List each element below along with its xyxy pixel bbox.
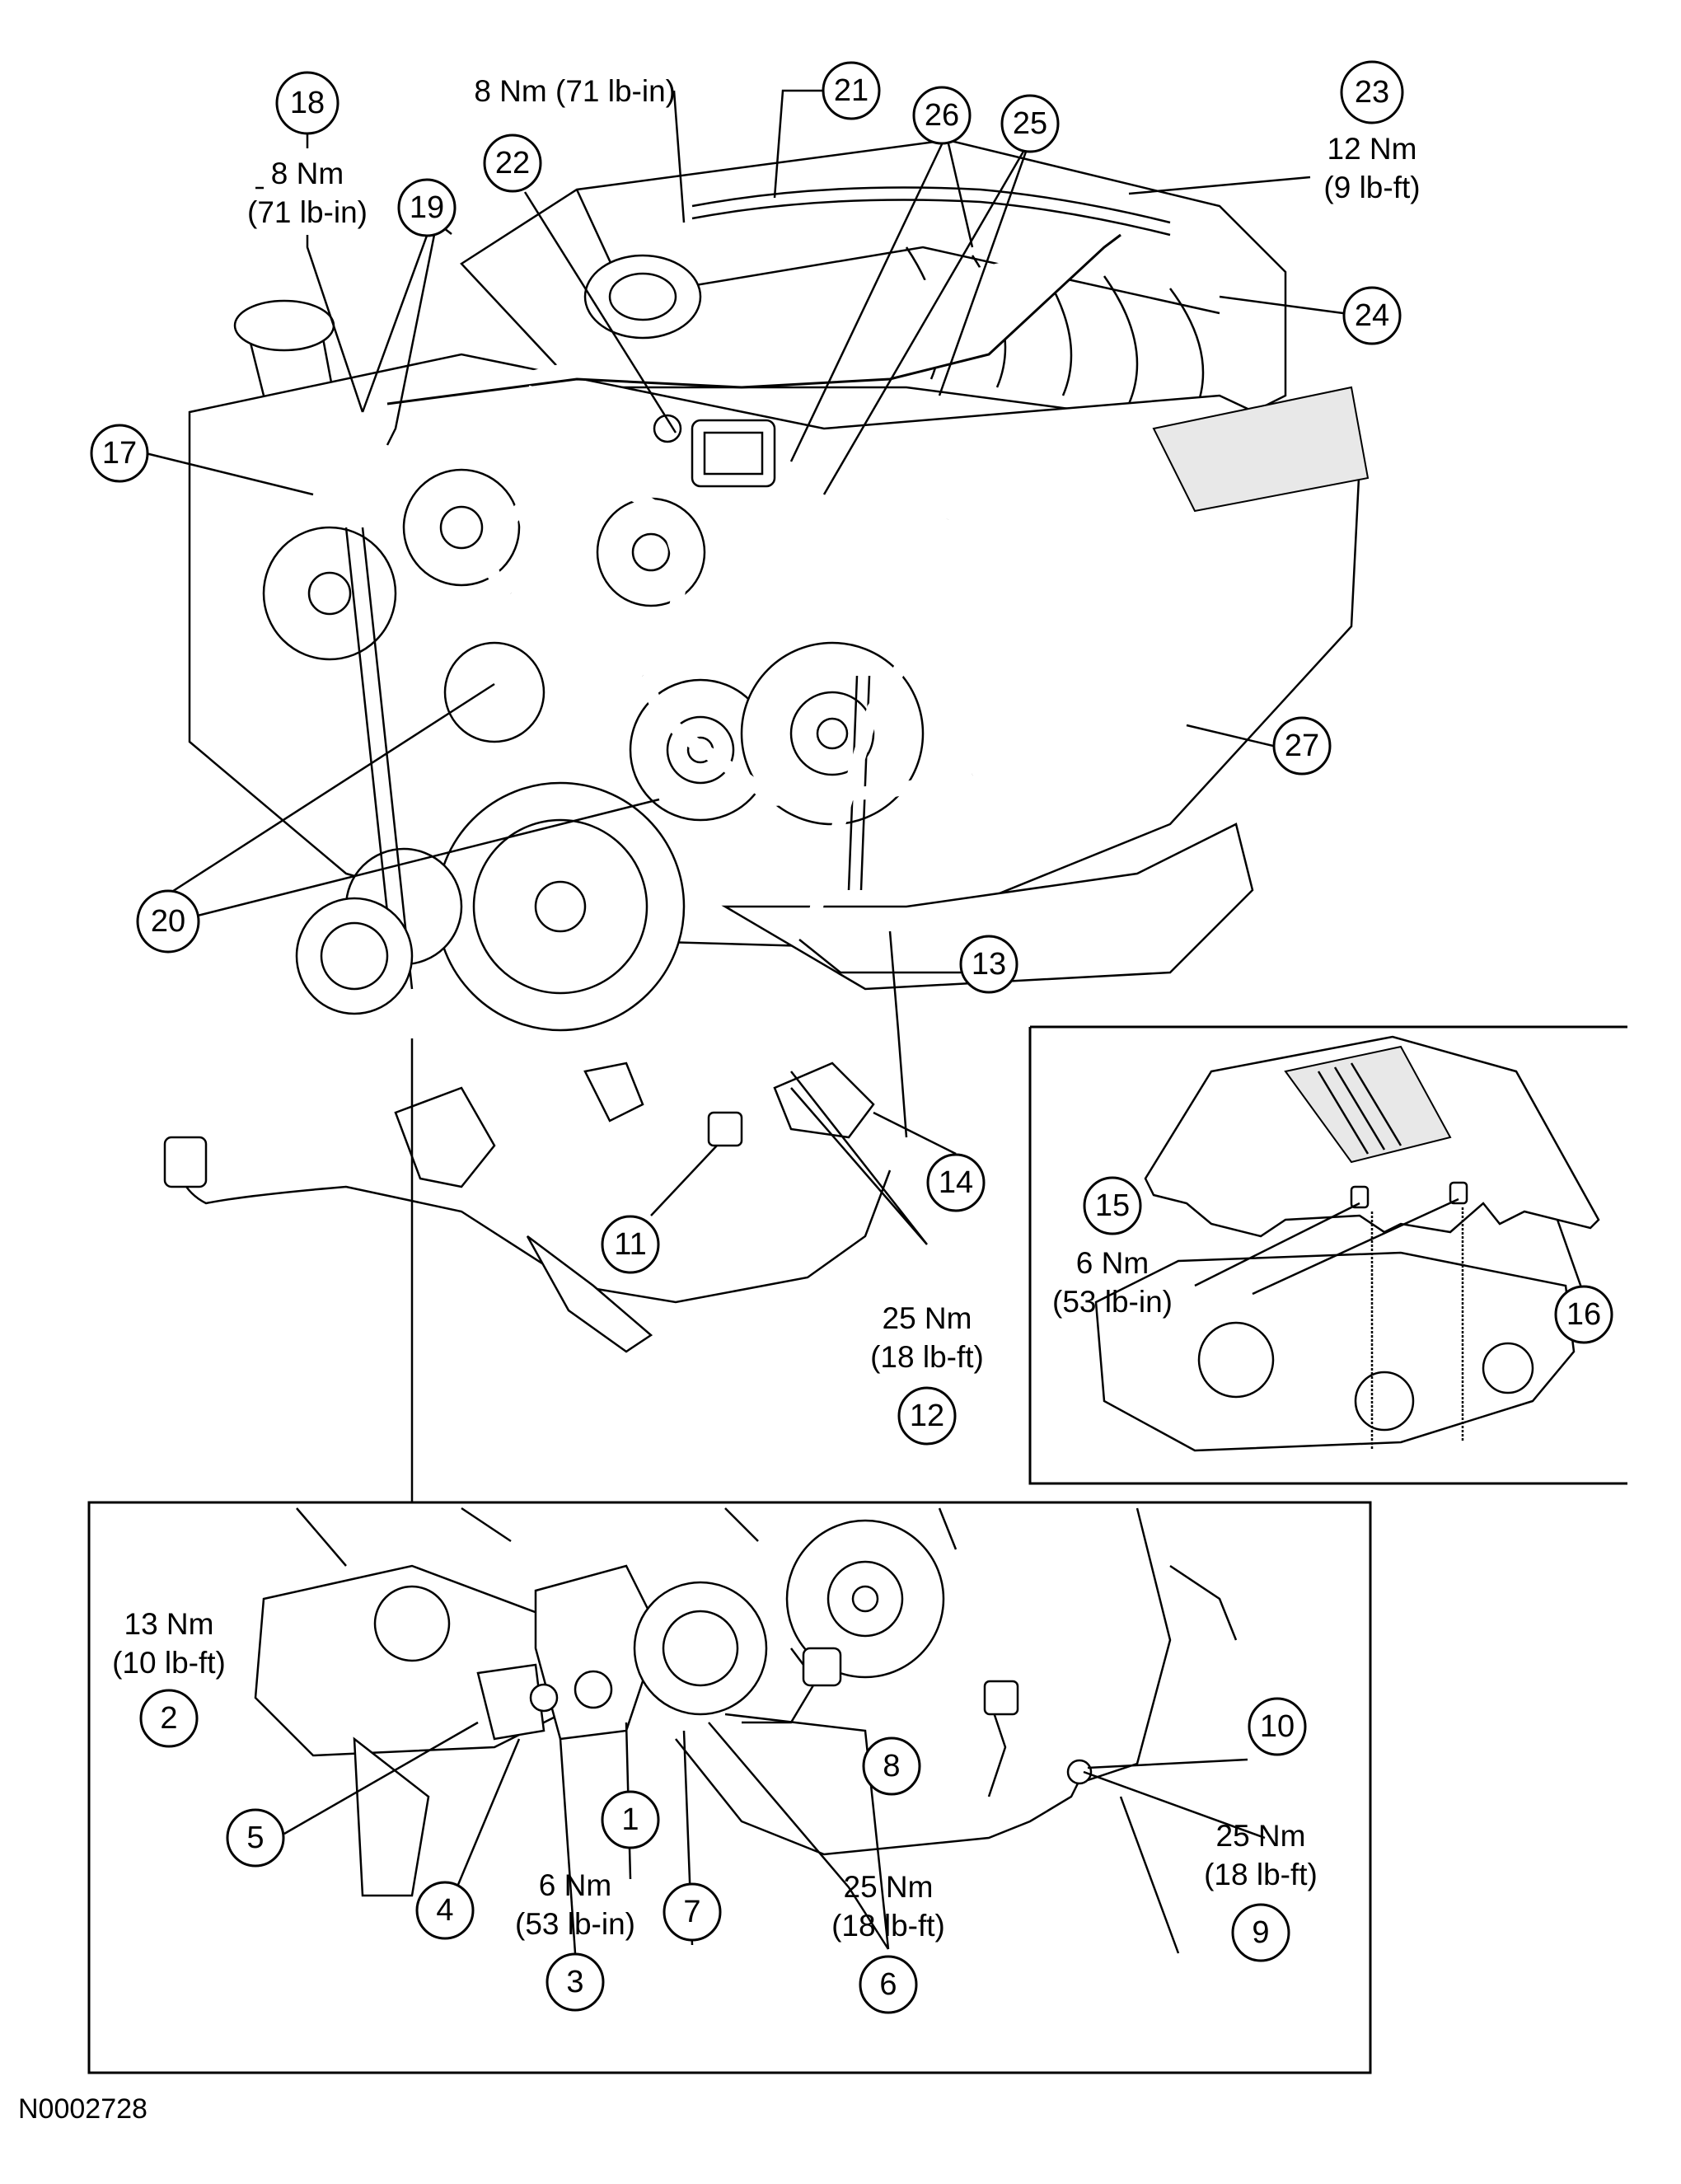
torque-3-line1: 6 Nm: [539, 1868, 611, 1902]
svg-text:13: 13: [972, 947, 1006, 982]
figure-id: N0002728: [18, 2093, 147, 2125]
torque-23-line2: (9 lb-ft): [1323, 171, 1420, 204]
callout-14: 14: [926, 1153, 986, 1212]
torque-2-line1: 13 Nm: [124, 1607, 214, 1641]
callout-4: 4: [415, 1881, 475, 1940]
callout-16: 16: [1554, 1285, 1613, 1344]
svg-text:8: 8: [883, 1749, 900, 1783]
callout-21: 21: [822, 61, 881, 120]
svg-text:6: 6: [879, 1967, 897, 2002]
lower-harness: [163, 1062, 892, 1353]
main-wiring-harness: [386, 233, 1121, 1138]
callout-9: 9: [1231, 1903, 1290, 1962]
torque-23-line1: 12 Nm: [1327, 132, 1417, 166]
callout-26: 26: [912, 86, 972, 145]
svg-text:11: 11: [614, 1227, 646, 1262]
callout-23: 23: [1340, 60, 1404, 124]
svg-text:1: 1: [621, 1802, 639, 1837]
svg-text:18: 18: [290, 86, 325, 120]
torque-15-line2: (53 lb-in): [1052, 1285, 1173, 1319]
callout-2: 2: [139, 1689, 199, 1748]
torque-18-line2: (71 lb-in): [247, 195, 368, 229]
callout-25: 25: [1000, 94, 1060, 153]
torque-3-line2: (53 lb-in): [515, 1907, 635, 1941]
torque-6-line2: (18 lb-ft): [831, 1909, 945, 1943]
torque-12-line1: 25 Nm: [883, 1301, 972, 1335]
svg-text:4: 4: [436, 1893, 453, 1928]
callout-6: 6: [859, 1955, 918, 2014]
callout-12: 12: [897, 1386, 957, 1446]
svg-text:12: 12: [910, 1399, 944, 1433]
torque-21: 8 Nm (71 lb-in): [474, 74, 676, 108]
leader-lines: [145, 89, 1584, 1954]
callout-19: 19: [397, 178, 457, 237]
torque-15-line1: 6 Nm: [1076, 1246, 1149, 1280]
torque-9-line2: (18 lb-ft): [1204, 1858, 1318, 1891]
torque-labels: 8 Nm (71 lb-in) 8 Nm (71 lb-in) 12 Nm (9…: [112, 74, 1420, 1943]
svg-text:20: 20: [151, 904, 185, 939]
svg-text:19: 19: [410, 190, 444, 225]
callout-17: 17: [90, 424, 149, 483]
callout-11: 11: [601, 1215, 660, 1274]
callout-15: 15: [1083, 1176, 1142, 1235]
callout-22: 22: [483, 134, 542, 193]
svg-text:27: 27: [1285, 729, 1319, 763]
svg-text:21: 21: [834, 73, 869, 108]
callout-3: 3: [546, 1952, 605, 2012]
svg-text:15: 15: [1095, 1188, 1130, 1223]
callout-1: 1: [601, 1790, 660, 1849]
torque-18-line1: 8 Nm: [271, 157, 344, 190]
torque-6-line1: 25 Nm: [844, 1870, 934, 1904]
svg-text:26: 26: [925, 98, 959, 133]
callout-8: 8: [862, 1736, 921, 1796]
callout-27: 27: [1272, 716, 1332, 776]
callout-10: 10: [1248, 1697, 1307, 1756]
callout-20: 20: [136, 889, 200, 954]
torque-12-line2: (18 lb-ft): [870, 1340, 984, 1374]
callout-5: 5: [226, 1808, 285, 1868]
torque-9-line1: 25 Nm: [1216, 1819, 1306, 1853]
torque-2-line2: (10 lb-ft): [112, 1646, 226, 1680]
svg-text:5: 5: [246, 1821, 264, 1855]
svg-text:3: 3: [566, 1965, 583, 1999]
callout-7: 7: [663, 1882, 722, 1942]
engine-illustration: [188, 138, 1370, 1032]
svg-text:9: 9: [1252, 1915, 1269, 1950]
svg-text:24: 24: [1355, 298, 1389, 333]
svg-text:10: 10: [1260, 1709, 1295, 1744]
svg-text:7: 7: [683, 1895, 700, 1929]
svg-text:17: 17: [102, 436, 137, 471]
callout-13: 13: [959, 935, 1018, 994]
callout-18: 18: [275, 71, 339, 135]
svg-text:16: 16: [1566, 1297, 1601, 1332]
starter-detail-inset: [87, 1501, 1372, 2074]
svg-text:2: 2: [160, 1701, 177, 1736]
engine-cover-inset: [1028, 1025, 1627, 1485]
svg-text:23: 23: [1355, 75, 1389, 110]
svg-text:22: 22: [495, 146, 530, 180]
callout-24: 24: [1342, 286, 1402, 345]
svg-text:25: 25: [1013, 106, 1047, 141]
svg-text:14: 14: [939, 1165, 973, 1200]
